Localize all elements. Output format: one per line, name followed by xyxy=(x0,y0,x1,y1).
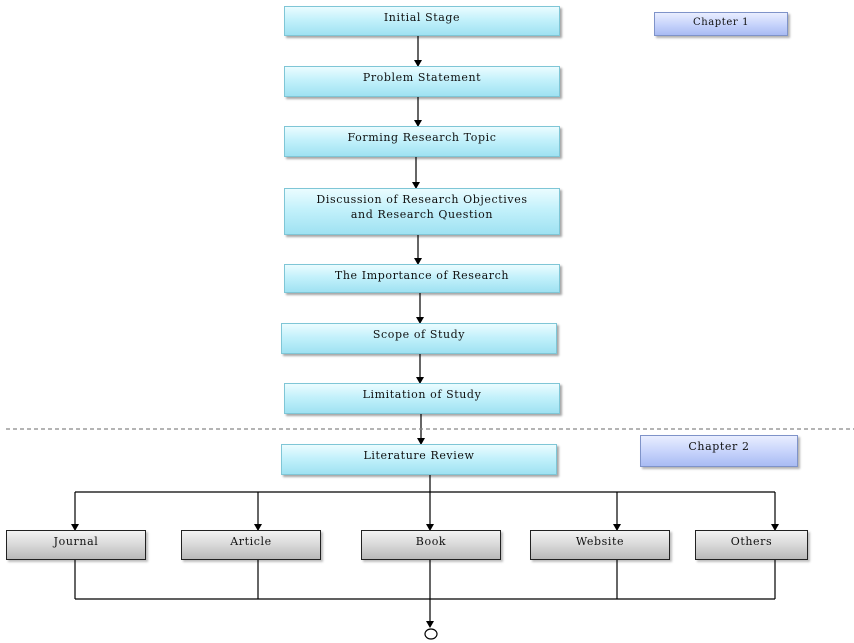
forming-topic-box: Forming Research Topic xyxy=(284,126,560,157)
initial-stage-box: Initial Stage xyxy=(284,6,560,36)
chapter-1-label: Chapter 1 xyxy=(692,17,750,28)
article-label: Article xyxy=(230,535,272,548)
forming-topic-label: Forming Research Topic xyxy=(347,131,497,144)
journal-box: Journal xyxy=(6,530,146,560)
website-box: Website xyxy=(530,530,670,560)
end-connector xyxy=(424,628,438,640)
initial-stage-label: Initial Stage xyxy=(383,11,461,24)
discussion-box: Discussion of Research Objectives and Re… xyxy=(284,188,560,235)
book-label: Book xyxy=(415,535,447,548)
chapter-2-box: Chapter 2 xyxy=(640,435,798,467)
scope-box: Scope of Study xyxy=(281,323,557,354)
limitation-label: Limitation of Study xyxy=(362,388,482,401)
importance-label: The Importance of Research xyxy=(334,269,510,282)
others-box: Others xyxy=(695,530,808,560)
discussion-label: Discussion of Research Objectives and Re… xyxy=(316,192,527,222)
problem-statement-box: Problem Statement xyxy=(284,66,560,97)
book-box: Book xyxy=(361,530,501,560)
others-label: Others xyxy=(730,535,773,548)
chapter-1-box: Chapter 1 xyxy=(654,12,788,36)
website-label: Website xyxy=(575,535,625,548)
scope-label: Scope of Study xyxy=(372,328,466,341)
chapter-2-label: Chapter 2 xyxy=(688,440,750,453)
literature-review-box: Literature Review xyxy=(281,444,557,475)
article-box: Article xyxy=(181,530,321,560)
journal-label: Journal xyxy=(53,535,99,548)
problem-statement-label: Problem Statement xyxy=(362,71,482,84)
importance-box: The Importance of Research xyxy=(284,264,560,293)
limitation-box: Limitation of Study xyxy=(284,383,560,414)
literature-review-label: Literature Review xyxy=(363,449,475,462)
discussion-label-line1: Discussion of Research Objectives xyxy=(316,193,528,206)
discussion-label-line2: and Research Question xyxy=(350,208,494,221)
